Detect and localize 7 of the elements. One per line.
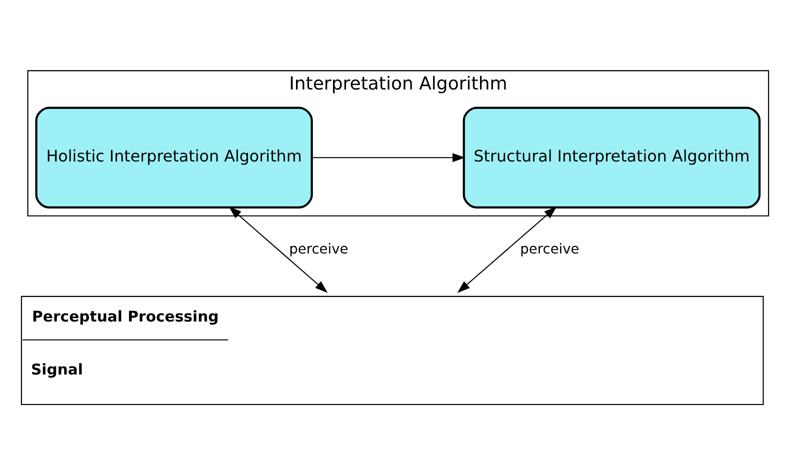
node-box: Holistic Interpretation Algorithm xyxy=(35,106,313,208)
node-box: Structural Interpretation Algorithm xyxy=(462,106,761,208)
arrow xyxy=(312,152,466,162)
edge-label: perceive xyxy=(289,240,348,257)
arrow xyxy=(457,206,557,292)
edge-label: perceive xyxy=(520,240,580,257)
arrow xyxy=(228,206,328,292)
